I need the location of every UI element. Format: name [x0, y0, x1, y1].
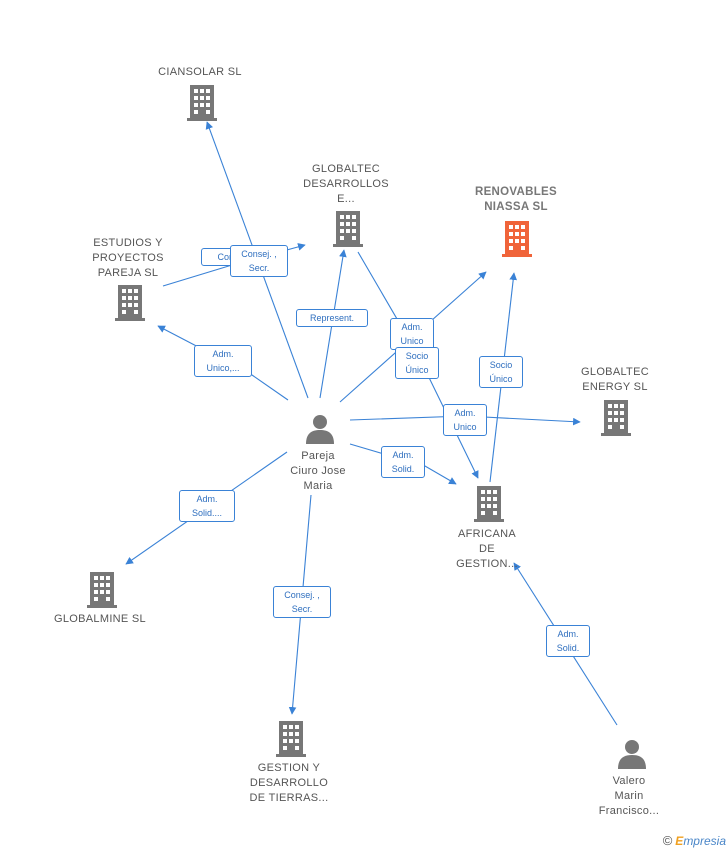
building-icon[interactable]: [87, 572, 117, 608]
building-icon[interactable]: [474, 486, 504, 522]
node-label-globaltec-energy: GLOBALTEC ENERGY SL: [581, 366, 649, 393]
edge-label-represent[interactable]: Represent.: [296, 309, 368, 327]
node-label-africana: AFRICANA DE GESTION...: [456, 528, 518, 570]
copyright-icon: ©: [662, 833, 673, 848]
node-label-renovables: RENOVABLES NIASSA SL: [474, 186, 558, 213]
person-icon[interactable]: [617, 739, 647, 769]
node-label-pareja: Pareja Ciuro Jose Maria: [290, 450, 346, 492]
edge-label-adm-solid-globalmine[interactable]: Adm. Solid....: [179, 490, 235, 522]
brand-logo-initial: E: [675, 834, 684, 848]
node-label-globaltec-desarrollos: GLOBALTEC DESARROLLOS E...: [303, 163, 389, 205]
node-label-globalmine: GLOBALMINE SL: [54, 613, 146, 625]
edge-label-adm-unico-renovables[interactable]: Adm. Unico: [390, 318, 434, 350]
edge-label-consej-ciansolar[interactable]: Consej. , Secr.: [230, 245, 288, 277]
brand-name: mpresia: [683, 834, 726, 848]
edge-label-adm-unico-energy[interactable]: Adm. Unico: [443, 404, 487, 436]
building-icon[interactable]: [187, 85, 217, 121]
edge-label-consej-tierras[interactable]: Consej. , Secr.: [273, 586, 331, 618]
person-icon[interactable]: [305, 414, 335, 444]
building-icon[interactable]: [333, 211, 363, 247]
node-label-ciansolar: CIANSOLAR SL: [158, 66, 242, 78]
node-label-estudios: ESTUDIOS Y PROYECTOS PAREJA SL: [92, 237, 164, 279]
edge-pareja-africana: [349, 443, 457, 485]
building-icon[interactable]: [601, 400, 631, 436]
edge-label-adm-solid-valero[interactable]: Adm. Solid.: [546, 625, 590, 657]
edge-label-socio-unico-renovables[interactable]: Socio Único: [479, 356, 523, 388]
building-icon[interactable]: [502, 221, 532, 257]
edge-label-socio-unico-africana[interactable]: Socio Único: [395, 347, 439, 379]
building-icon[interactable]: [115, 285, 145, 321]
edge-pareja-estudios: [157, 325, 289, 401]
edge-label-adm-solid-africana[interactable]: Adm. Solid.: [381, 446, 425, 478]
building-icon[interactable]: [276, 721, 306, 757]
node-label-valero: Valero Marin Francisco...: [598, 775, 660, 817]
footer-brand[interactable]: ©Empresia: [663, 833, 726, 848]
edge-label-adm-unico-estudios[interactable]: Adm. Unico,...: [194, 345, 252, 377]
node-label-gestion-tierras: GESTION Y DESARROLLO DE TIERRAS...: [249, 762, 329, 804]
